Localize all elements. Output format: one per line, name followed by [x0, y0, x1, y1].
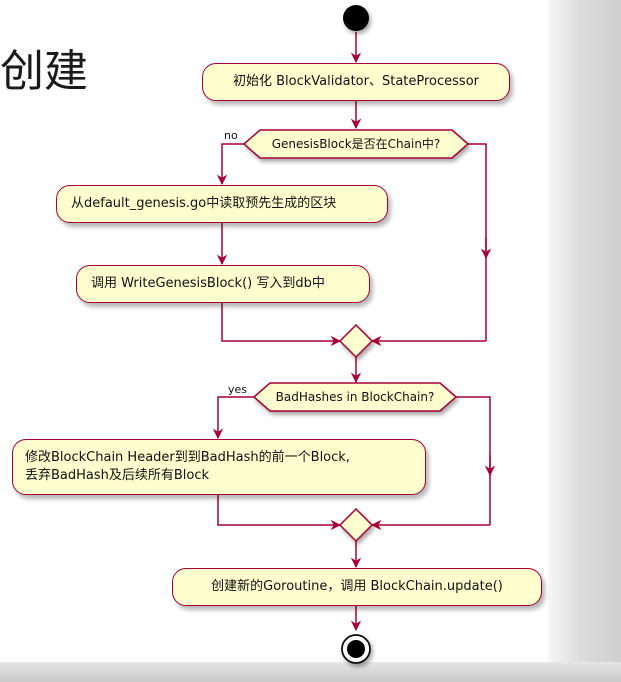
slide-background-right — [548, 0, 621, 682]
decision-badhash-text: BadHashes in BlockChain? — [275, 390, 435, 404]
step-modify-header: 修改BlockChain Header到到BadHash的前一个Block, 丢… — [12, 439, 426, 495]
edge-genesis-yes — [468, 143, 487, 328]
edge-write-to-merge — [221, 302, 342, 347]
step-read-genesis: 从default_genesis.go中读取预先生成的区块 — [56, 185, 388, 223]
step-write-genesis: 调用 WriteGenesisBlock() 写入到db中 — [76, 265, 370, 303]
step-modify-header-line1: 修改BlockChain Header到到BadHash的前一个Block, — [25, 450, 350, 466]
start-node — [343, 5, 369, 31]
edge-genesis-no — [216, 143, 244, 186]
branch-label-no: no — [224, 129, 238, 142]
merge-diamond-1 — [338, 323, 374, 359]
step-start-goroutine: 创建新的Goroutine，调用 BlockChain.update() — [172, 568, 542, 606]
decision-genesis-shape — [242, 129, 470, 159]
slide-title: 创建 — [0, 46, 88, 97]
edge-modify-to-merge — [217, 495, 342, 531]
step-modify-header-line2: 丢弃BadHash及后续所有Block — [25, 468, 210, 483]
decision-genesis-text: GenesisBlock是否在Chain中? — [271, 137, 441, 151]
branch-label-yes: yes — [228, 383, 248, 396]
decision-badhash-shape — [252, 382, 458, 412]
edge-badhash-no — [456, 396, 491, 525]
end-node-inner — [347, 640, 365, 658]
step-init: 初始化 BlockValidator、StateProcessor — [202, 63, 510, 101]
edge-badhash-yes — [212, 396, 254, 440]
slide-background-bottom — [0, 662, 621, 682]
merge-diamond-2 — [338, 507, 374, 543]
